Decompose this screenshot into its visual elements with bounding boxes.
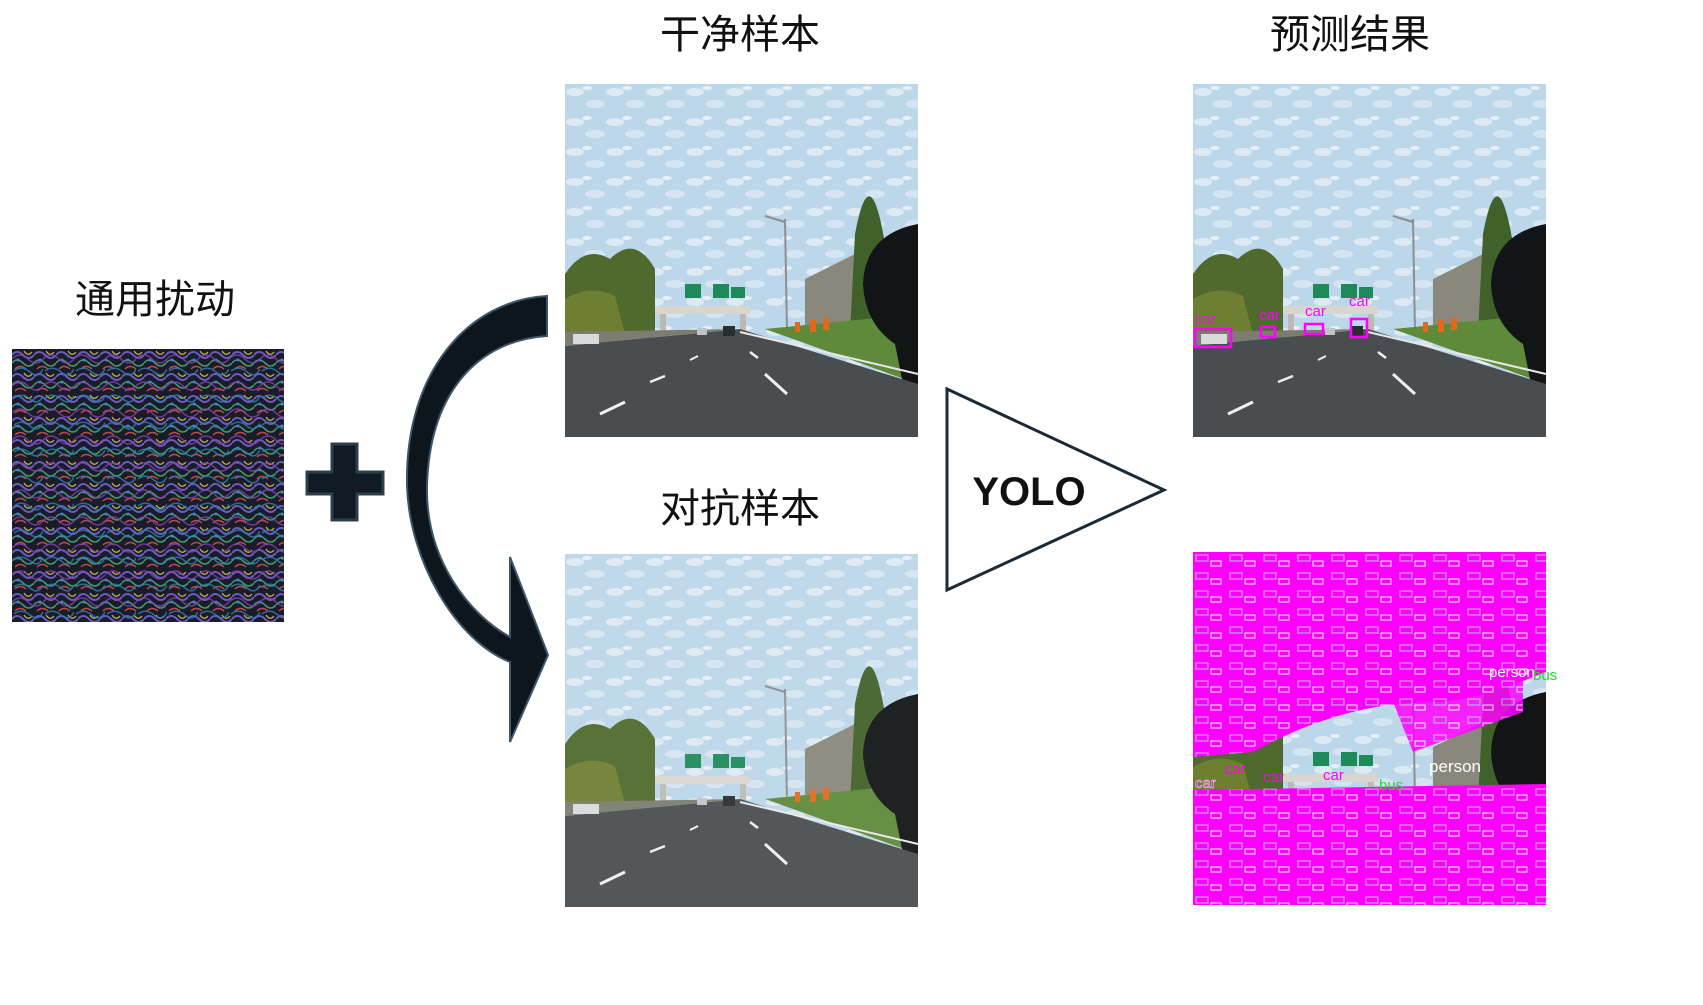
detection-labels: car car car car bus person person bus xyxy=(1195,664,1557,794)
detection-label: car xyxy=(1305,303,1326,320)
detection-label: car xyxy=(1259,307,1280,324)
detection-label: bus xyxy=(1533,667,1557,684)
perturbation-image xyxy=(12,349,284,622)
detection-label: car xyxy=(1323,767,1344,784)
perturbation-title: 通用扰动 xyxy=(75,277,235,323)
adversarial-sample-image xyxy=(563,552,920,909)
plus-icon xyxy=(305,442,385,522)
detection-label: car xyxy=(1195,775,1216,792)
detection-label: bus xyxy=(1379,777,1403,794)
prediction-clean-image: car car car car xyxy=(1191,82,1548,439)
detection-label: car xyxy=(1349,293,1370,310)
curved-arrow-icon xyxy=(405,294,550,743)
detection-label: car xyxy=(1195,311,1216,328)
detection-label: car xyxy=(1225,761,1246,778)
detection-label: person xyxy=(1489,664,1535,681)
detection-label: person xyxy=(1429,757,1481,776)
clean-sample-image xyxy=(563,82,920,439)
detection-boxes xyxy=(1193,317,1369,349)
detection-labels: car car car car xyxy=(1195,293,1370,328)
adversarial-sample-title: 对抗样本 xyxy=(660,486,820,532)
prediction-title: 预测结果 xyxy=(1270,12,1430,58)
prediction-adversarial-image: car car car car bus person person bus xyxy=(1191,550,1557,907)
clean-sample-title: 干净样本 xyxy=(660,12,820,58)
model-label: YOLO xyxy=(972,470,1085,514)
detection-label: car xyxy=(1263,769,1284,786)
triangle-icon xyxy=(945,386,1168,593)
